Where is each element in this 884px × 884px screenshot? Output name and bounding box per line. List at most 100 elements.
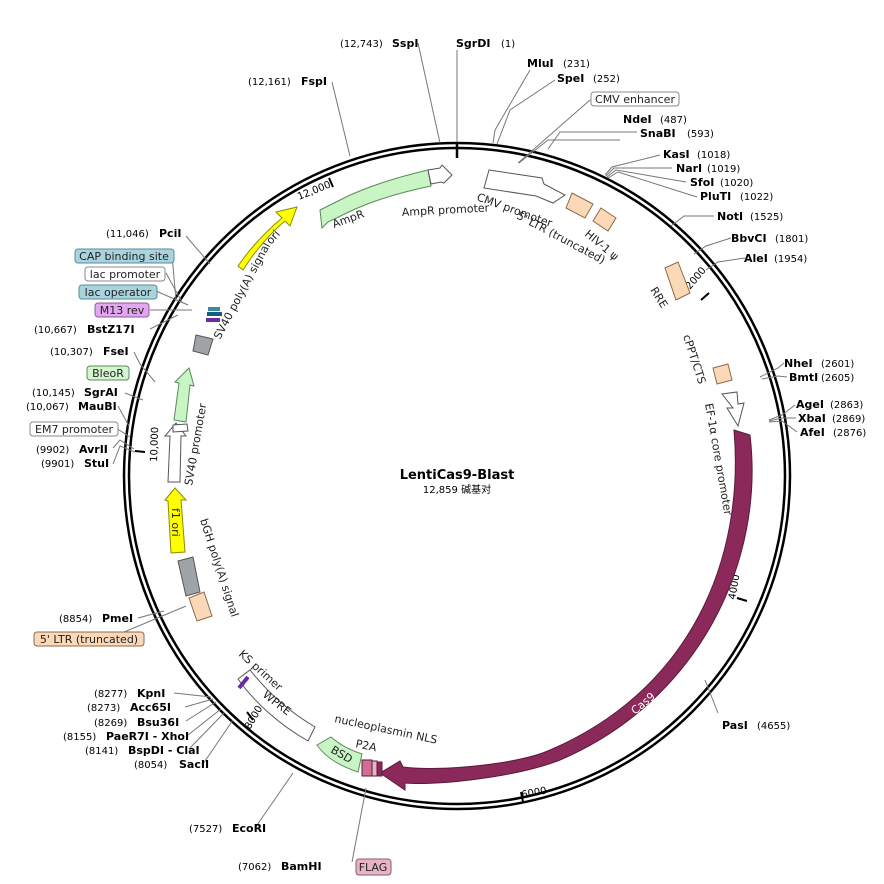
feature-cppt-cts: cPPT/CTS (680, 333, 733, 386)
svg-text:(10,067): (10,067) (26, 402, 69, 413)
svg-text:BleoR: BleoR (92, 367, 124, 380)
svg-text:(9901): (9901) (41, 459, 74, 470)
tick-8000 (246, 711, 254, 721)
svg-text:BstZ17I: BstZ17I (87, 323, 135, 336)
svg-text:(1018): (1018) (697, 150, 730, 161)
svg-text:(1): (1) (501, 39, 515, 50)
site-bamhi: (7062)BamHI (238, 860, 322, 873)
svg-text:SpeI: SpeI (557, 72, 584, 85)
svg-text:(10,307): (10,307) (50, 347, 93, 358)
site-pluti: PluTI (1022) (700, 190, 773, 203)
svg-text:SgrAI: SgrAI (84, 386, 118, 399)
site-pasi: PasI (4655) (722, 719, 790, 732)
site-pmei: (8854)PmeI (59, 612, 133, 625)
plasmid-length: 12,859 碱基对 (423, 483, 491, 496)
svg-text:(8141): (8141) (85, 746, 118, 757)
svg-text:(8854): (8854) (59, 614, 92, 625)
site-noti: NotI(1525) (717, 210, 783, 223)
site-avrii: (9902) AvrII (36, 443, 108, 456)
svg-text:SgrDI: SgrDI (456, 37, 490, 50)
svg-text:KpnI: KpnI (137, 687, 165, 700)
site-acc65i: (8273)Acc65I (87, 701, 171, 714)
svg-text:MluI: MluI (527, 57, 554, 70)
svg-text:AleI: AleI (744, 252, 768, 265)
svg-text:SacII: SacII (179, 758, 209, 771)
svg-text:FseI: FseI (103, 345, 129, 358)
site-bstz17i: (10,667) BstZ17I (34, 323, 135, 336)
tick-6000 (520, 791, 524, 803)
box-cmv-enhancer: CMV enhancer (590, 91, 680, 107)
svg-text:(7527): (7527) (189, 824, 222, 835)
svg-text:CMV enhancer: CMV enhancer (595, 93, 675, 106)
svg-text:(4655): (4655) (757, 721, 790, 732)
svg-text:(1022): (1022) (740, 192, 773, 203)
svg-text:EF-1α core promoter: EF-1α core promoter (702, 402, 735, 516)
site-sgrai: (10,145)SgrAI (32, 386, 118, 399)
tick-10000 (134, 450, 146, 453)
site-xbai: XbaI (2869) (798, 412, 865, 425)
svg-text:(231): (231) (563, 59, 590, 70)
svg-text:EcoRI: EcoRI (232, 822, 266, 835)
svg-text:(2876): (2876) (833, 428, 866, 439)
svg-text:MauBI: MauBI (78, 400, 117, 413)
site-pcii: (11,046)PciI (106, 227, 181, 240)
svg-text:(1525): (1525) (750, 212, 783, 223)
svg-text:EM7 promoter: EM7 promoter (35, 423, 113, 436)
box-bleor: BleoR (86, 365, 130, 381)
site-ndei: NdeI(487) (623, 113, 687, 126)
site-agei: AgeI (2863) (796, 398, 863, 411)
svg-text:AgeI: AgeI (796, 398, 824, 411)
svg-text:SV40 poly(A) signal: SV40 poly(A) signal (211, 240, 273, 341)
site-paer7i-xhoi: (8155) PaeR7I - XhoI (63, 730, 189, 743)
plasmid-name: LentiCas9-Blast (400, 468, 515, 483)
svg-text:lac operator: lac operator (85, 286, 152, 299)
svg-text:(12,161): (12,161) (248, 77, 291, 88)
svg-text:FLAG: FLAG (359, 861, 388, 874)
svg-text:(2601): (2601) (821, 359, 854, 370)
feature-bsd: BSD (316, 736, 363, 773)
feature-bleor (173, 367, 195, 423)
box-m13-rev: M13 rev (94, 302, 150, 318)
box-em7-promoter: EM7 promoter (29, 421, 119, 437)
site-ecori: (7527) EcoRI (189, 822, 266, 835)
tick-label-8000: 8000 (243, 704, 265, 732)
site-sacii: (8054)SacII (134, 758, 209, 771)
svg-text:(8155): (8155) (63, 732, 96, 743)
svg-text:f1 ori: f1 ori (169, 508, 182, 537)
svg-text:PluTI: PluTI (700, 190, 731, 203)
box-lac-operator: lac operator (78, 284, 158, 300)
tick-label-6000: 6000 (521, 786, 548, 801)
site-stui: (9901)StuI (41, 457, 109, 470)
svg-text:(1801): (1801) (775, 234, 808, 245)
svg-text:SspI: SspI (392, 37, 418, 50)
site-bmti: BmtI(2605) (789, 371, 854, 384)
site-sfoi: SfoI(1020) (690, 176, 753, 189)
svg-text:(10,667): (10,667) (34, 325, 77, 336)
site-sspi: (12,743)SspI (340, 37, 418, 50)
svg-text:BmtI: BmtI (789, 371, 818, 384)
box-cap-binding-site: CAP binding site (74, 248, 175, 264)
site-maubi: (10,067) MauBI (26, 400, 117, 413)
site-kpni: (8277)KpnI (94, 687, 165, 700)
feature-bgh-polya: bGH poly(A) signal (177, 517, 241, 622)
svg-text:AmpR promoter: AmpR promoter (401, 201, 489, 219)
site-kasi: KasI(1018) (663, 148, 730, 161)
tick-label-10000: 10,000 (149, 427, 161, 462)
svg-text:AvrII: AvrII (79, 443, 108, 456)
svg-text:XbaI: XbaI (798, 412, 826, 425)
svg-text:PaeR7I - XhoI: PaeR7I - XhoI (106, 730, 189, 743)
svg-text:BspDI - ClaI: BspDI - ClaI (128, 744, 200, 757)
svg-text:(487): (487) (660, 115, 687, 126)
svg-text:(2869): (2869) (832, 414, 865, 425)
svg-text:(252): (252) (593, 74, 620, 85)
site-afei: AfeI (2876) (800, 426, 866, 439)
svg-text:(9902): (9902) (36, 445, 69, 456)
svg-text:(2863): (2863) (830, 400, 863, 411)
box-5ltr-truncated: 5' LTR (truncated) (33, 631, 145, 647)
svg-text:PasI: PasI (722, 719, 748, 732)
site-snabi: SnaBI(593) (640, 127, 714, 140)
svg-text:BbvCI: BbvCI (731, 232, 767, 245)
svg-text:AfeI: AfeI (800, 426, 825, 439)
site-nari: NarI(1019) (676, 162, 740, 175)
